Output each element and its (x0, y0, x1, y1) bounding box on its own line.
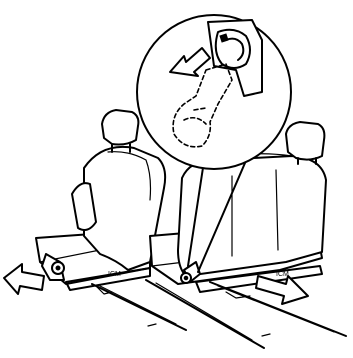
detail-magnifier (137, 15, 291, 169)
left-seat: ICM (36, 110, 165, 294)
left-seat-forward-arrow (4, 264, 44, 294)
left-seat-label: ICM (108, 271, 121, 278)
